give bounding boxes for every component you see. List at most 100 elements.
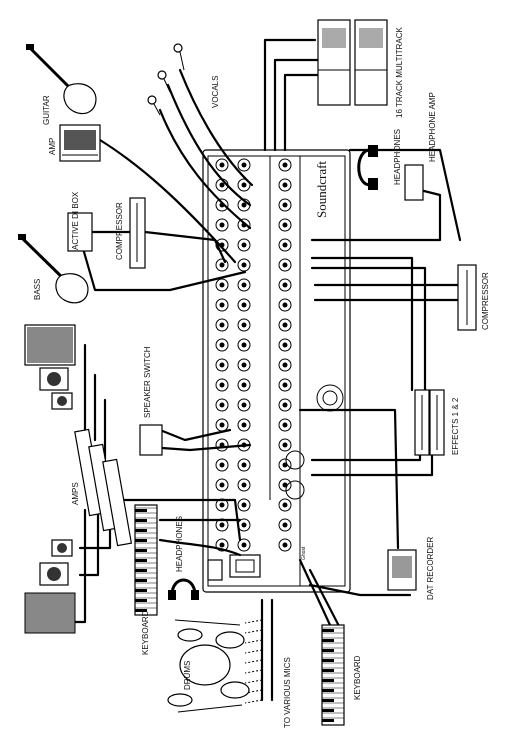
jack-socket (237, 478, 251, 492)
jack-socket (237, 338, 251, 352)
jack-center (241, 542, 247, 548)
jack-center (219, 162, 225, 168)
jack-socket (278, 518, 292, 532)
jack-socket (237, 418, 251, 432)
drum-mic-arrow (244, 659, 263, 664)
jack-center (282, 302, 288, 308)
jack-center (241, 242, 247, 248)
guitar-label: GUITAR (42, 95, 51, 125)
compressor-left-icon (129, 197, 146, 269)
jack-center (241, 522, 247, 528)
keyboard-black-key (322, 629, 334, 632)
keyboard-black-key (322, 719, 334, 722)
jack-socket (237, 358, 251, 372)
jack-socket (237, 278, 251, 292)
jack-center (282, 542, 288, 548)
jack-center (241, 302, 247, 308)
jack-center (282, 262, 288, 268)
jack-center (219, 522, 225, 528)
active-di-box-label: ACTIVE DI BOX (71, 191, 80, 250)
jack-center (241, 202, 247, 208)
jack-center (282, 422, 288, 428)
keyboard-black-key (135, 579, 147, 582)
jack-center (219, 502, 225, 508)
drums-label: DRUMS (183, 661, 192, 690)
drum-mic-arrow (244, 689, 263, 694)
jack-socket (215, 238, 229, 252)
drum-kit-icon (167, 619, 250, 713)
keyboard-right-icon (321, 624, 345, 726)
jack-center (282, 482, 288, 488)
jack-socket (215, 538, 229, 552)
jack-socket (237, 318, 251, 332)
jack-socket (278, 498, 292, 512)
jack-socket (215, 158, 229, 172)
jack-socket (215, 338, 229, 352)
microphone-icon (147, 95, 161, 116)
jack-center (282, 342, 288, 348)
drum-mic-arrow (244, 639, 263, 644)
jack-center (241, 262, 247, 268)
jack-center (282, 202, 288, 208)
to-various-mics-label: TO VARIOUS MICS (283, 657, 292, 728)
jack-socket (237, 178, 251, 192)
bass-guitar-icon (18, 234, 89, 304)
jack-socket (278, 258, 292, 272)
keyboard-black-key (322, 669, 334, 672)
multitrack-label: 16 TRACK MULTITRACK (395, 27, 404, 118)
microphone-icon (173, 43, 185, 71)
jack-center (282, 402, 288, 408)
jack-socket (278, 378, 292, 392)
power-inlet (207, 554, 261, 581)
jack-center (219, 382, 225, 388)
mixer-model-badge: Ghost (301, 546, 307, 560)
jack-socket (278, 358, 292, 372)
vocals-label: VOCALS (211, 76, 220, 108)
jack-socket (237, 218, 251, 232)
jack-socket (215, 258, 229, 272)
jack-center (241, 402, 247, 408)
headphones-icon (168, 578, 199, 600)
jack-socket (278, 278, 292, 292)
keyboard-black-key (135, 569, 147, 572)
jack-center (219, 402, 225, 408)
jack-socket (278, 398, 292, 412)
keyboard-black-key (322, 709, 334, 712)
jack-socket (215, 438, 229, 452)
keyboard-left-label: KEYBOARD (141, 610, 150, 655)
speaker-switch-icon (139, 424, 163, 456)
amp-icon (59, 124, 101, 162)
speaker-switch-label: SPEAKER SWITCH (143, 346, 152, 418)
drum-mic-arrow (244, 649, 263, 654)
jack-socket (237, 538, 251, 552)
drum-mic-arrow (244, 629, 263, 634)
guitar-icon (26, 44, 97, 115)
jack-socket (237, 498, 251, 512)
multitrack-recorder-icon (317, 19, 388, 106)
jack-center (282, 462, 288, 468)
jack-socket (215, 458, 229, 472)
jack-socket (237, 378, 251, 392)
jack-socket (237, 458, 251, 472)
drum-mic-arrows (244, 619, 263, 704)
jack-center (219, 362, 225, 368)
jack-center (241, 162, 247, 168)
jack-center (282, 382, 288, 388)
vocal-microphones (147, 43, 185, 116)
jack-socket (237, 398, 251, 412)
keyboard-black-key (135, 559, 147, 562)
jack-center (241, 182, 247, 188)
speaker-icon (39, 367, 69, 391)
jack-center (241, 282, 247, 288)
speakers-bottom (24, 539, 76, 634)
dat-recorder-label: DAT RECORDER (426, 537, 435, 600)
jack-socket (237, 158, 251, 172)
jack-socket (278, 158, 292, 172)
effects-label: EFFECTS 1 & 2 (451, 397, 460, 455)
jack-center (241, 362, 247, 368)
cables (63, 38, 462, 702)
jack-socket (237, 258, 251, 272)
keyboard-black-key (135, 589, 147, 592)
amp-label: AMP (48, 138, 57, 155)
